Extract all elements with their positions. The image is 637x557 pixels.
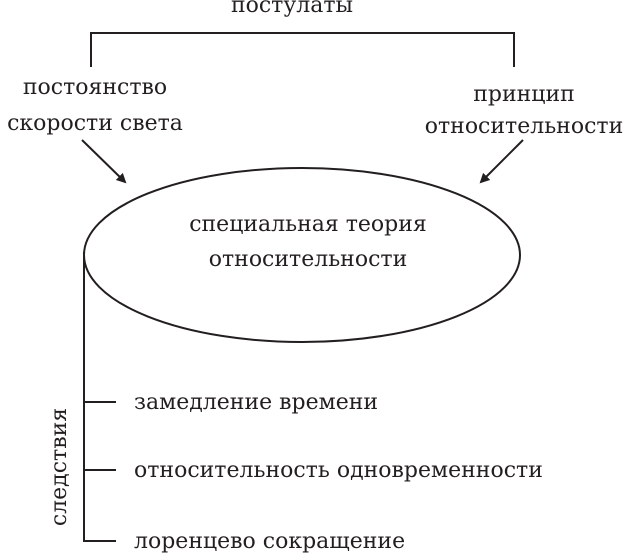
consequence-item-3: лоренцево сокращение bbox=[134, 529, 405, 554]
arrow-right bbox=[479, 139, 524, 184]
arrow-left bbox=[81, 139, 127, 184]
postulate-left-line1: постоянство bbox=[23, 75, 167, 100]
postulate-right-line1: принцип bbox=[473, 82, 575, 107]
consequence-item-2: относительность одновременности bbox=[134, 458, 543, 483]
theory-line2: относительности bbox=[209, 247, 408, 272]
postulates-label: постулаты bbox=[231, 0, 353, 18]
postulates-bracket bbox=[90, 32, 515, 67]
consequence-item-1: замедление времени bbox=[134, 390, 378, 415]
postulate-right-line2: относительности bbox=[425, 114, 624, 139]
theory-line1: специальная теория bbox=[189, 212, 427, 237]
consequences-label: следствия bbox=[47, 408, 72, 526]
postulate-left-line2: скорости света bbox=[7, 111, 183, 136]
